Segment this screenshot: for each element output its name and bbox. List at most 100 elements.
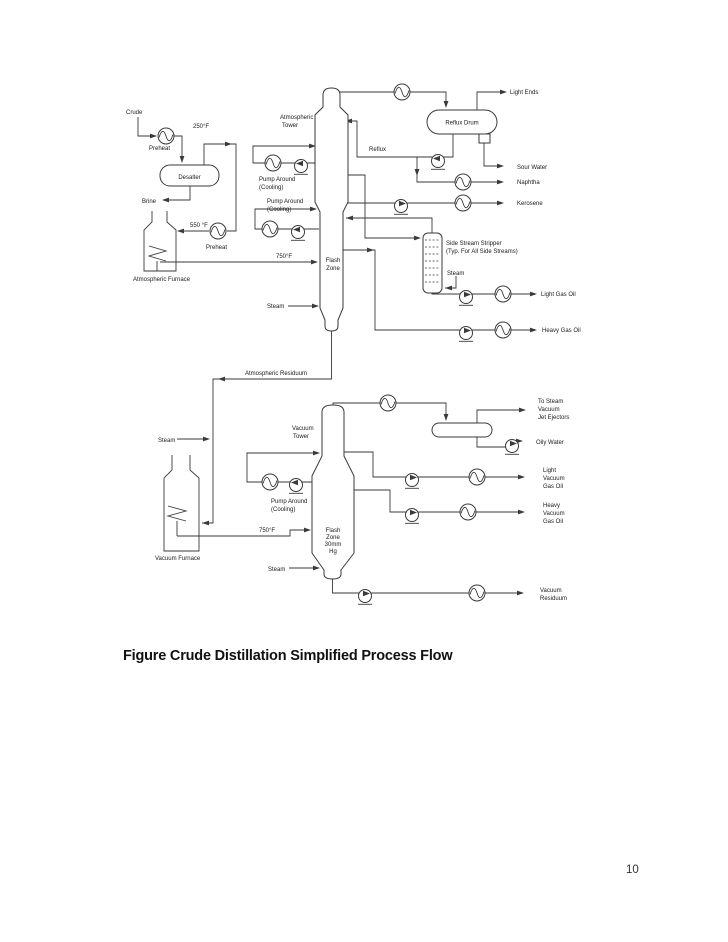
equipment-label: Vacuum: [292, 426, 314, 432]
flow-arrow: [519, 407, 526, 413]
heat-exchanger-icon: [379, 394, 397, 412]
flow-arrow: [162, 197, 169, 203]
atm-residuum-line: [202, 331, 332, 524]
stream-label: Vacuum: [543, 476, 565, 482]
pump-icon: [458, 326, 474, 342]
stream-label: Steam: [447, 271, 464, 277]
flow-arrow: [367, 247, 374, 253]
stream-label: Vacuum: [538, 407, 560, 413]
heat-exchanger-icon: [393, 83, 411, 101]
pump-icon: [288, 478, 304, 494]
light-ends-line: [476, 91, 505, 110]
heat-exchanger-icon: [264, 154, 282, 172]
temperature-label: 250°F: [193, 124, 209, 130]
heat-exchanger-icon: [261, 473, 279, 491]
flow-arrow: [497, 200, 504, 206]
crude-feed-line: [137, 117, 156, 137]
equipment-label: Pump Around: [267, 199, 303, 205]
flow-arrow: [497, 179, 504, 185]
atm-overhead-line: [331, 91, 447, 106]
flow-arrow: [313, 565, 320, 571]
equipment-label: Atmospheric Furnace: [133, 277, 191, 283]
heat-exchanger-icon: [468, 468, 486, 486]
vacuum-tower: [311, 404, 355, 580]
equipment-label: (Cooling): [259, 185, 283, 191]
side-stream-stripper: [422, 232, 443, 294]
equipment-label: Desalter: [178, 175, 200, 181]
stream-label: Vacuum: [543, 511, 565, 517]
heat-exchanger-icon: [459, 503, 477, 521]
flow-arrow: [445, 285, 452, 291]
flow-arrow: [313, 450, 320, 456]
reflux-drum-boot: [478, 133, 491, 144]
lvgo-line: [344, 451, 523, 478]
stream-label: Kerosene: [517, 201, 543, 207]
zone-label: 30mm: [325, 542, 342, 548]
equipment-label: (Typ. For All Side Streams): [446, 249, 518, 255]
pump-icon: [504, 439, 520, 455]
stream-label: Light Gas Oil: [541, 292, 576, 298]
stream-label: Steam: [158, 438, 175, 444]
stream-label: Oily Water: [536, 440, 564, 446]
zone-label: Flash: [326, 258, 341, 264]
equipment: [143, 87, 498, 580]
equipment-label: Tower: [293, 434, 309, 440]
flow-arrow: [218, 376, 225, 382]
preheat-to-desalter-line: [174, 135, 183, 162]
equipment-label: Tower: [282, 123, 298, 129]
stream-label: Gas Oil: [543, 484, 563, 490]
flow-arrow: [414, 235, 421, 241]
equipment-label: Side Stream Stripper: [446, 241, 502, 247]
equipment-label: (Cooling): [271, 507, 295, 513]
heat-exchanger-icon: [261, 220, 279, 238]
flow-arrow: [310, 206, 317, 212]
page-number: 10: [626, 864, 639, 876]
flow-arrow: [311, 259, 318, 265]
vac-furnace-to-tower-line: [177, 529, 309, 537]
zone-label: Hg: [329, 549, 337, 555]
vac-residuum-line: [332, 579, 522, 594]
equipment-label: Reflux Drum: [445, 121, 478, 127]
stream-label: Gas Oil: [543, 519, 563, 525]
furnace-coil: [147, 245, 168, 271]
stripper-vapor-line: [346, 217, 433, 233]
reflux-drum-vessel: [426, 109, 498, 135]
heat-exchanger-icon: [454, 173, 472, 191]
flow-arrow: [177, 228, 184, 234]
vac-pumparound-loop: [246, 452, 314, 483]
equipment-label: Preheat: [149, 146, 170, 152]
flow-arrow: [518, 509, 525, 515]
temperature-label: 750°F: [259, 528, 275, 534]
reflux-line: [345, 120, 454, 158]
desalter-vessel: [159, 164, 220, 187]
flow-arrow: [346, 215, 353, 221]
flow-lines: [137, 91, 535, 594]
pumparound1-loop: [252, 145, 315, 164]
flow-arrow: [179, 156, 185, 163]
stream-label: Jet Ejectors: [538, 415, 569, 421]
stream-label: Atmospheric Residuum: [245, 371, 307, 377]
ejector-line: [476, 409, 524, 423]
brine-line: [163, 186, 191, 201]
flow-arrow: [202, 520, 209, 526]
heat-exchanger-icon: [494, 285, 512, 303]
heat-exchanger-icon: [454, 194, 472, 212]
zone-label: Zone: [326, 266, 340, 272]
stream-label: Crude: [126, 110, 143, 116]
stream-label: Residuum: [540, 596, 567, 602]
flow-arrow: [518, 474, 525, 480]
stream-label: Vacuum: [540, 588, 562, 594]
pump-icon: [458, 290, 474, 306]
heat-exchanger-icon: [157, 127, 175, 145]
flow-arrow: [304, 527, 311, 533]
equipment-label: Pump Around: [259, 177, 295, 183]
pump-icon: [293, 159, 309, 175]
pump-icon: [393, 199, 409, 215]
stream-label: Steam: [268, 567, 285, 573]
stream-label: Steam: [267, 304, 284, 310]
sour-water-line: [483, 143, 502, 167]
stripper-feed-line: [348, 174, 419, 239]
flow-arrow: [530, 291, 537, 297]
oily-water-in-line: [476, 437, 506, 448]
